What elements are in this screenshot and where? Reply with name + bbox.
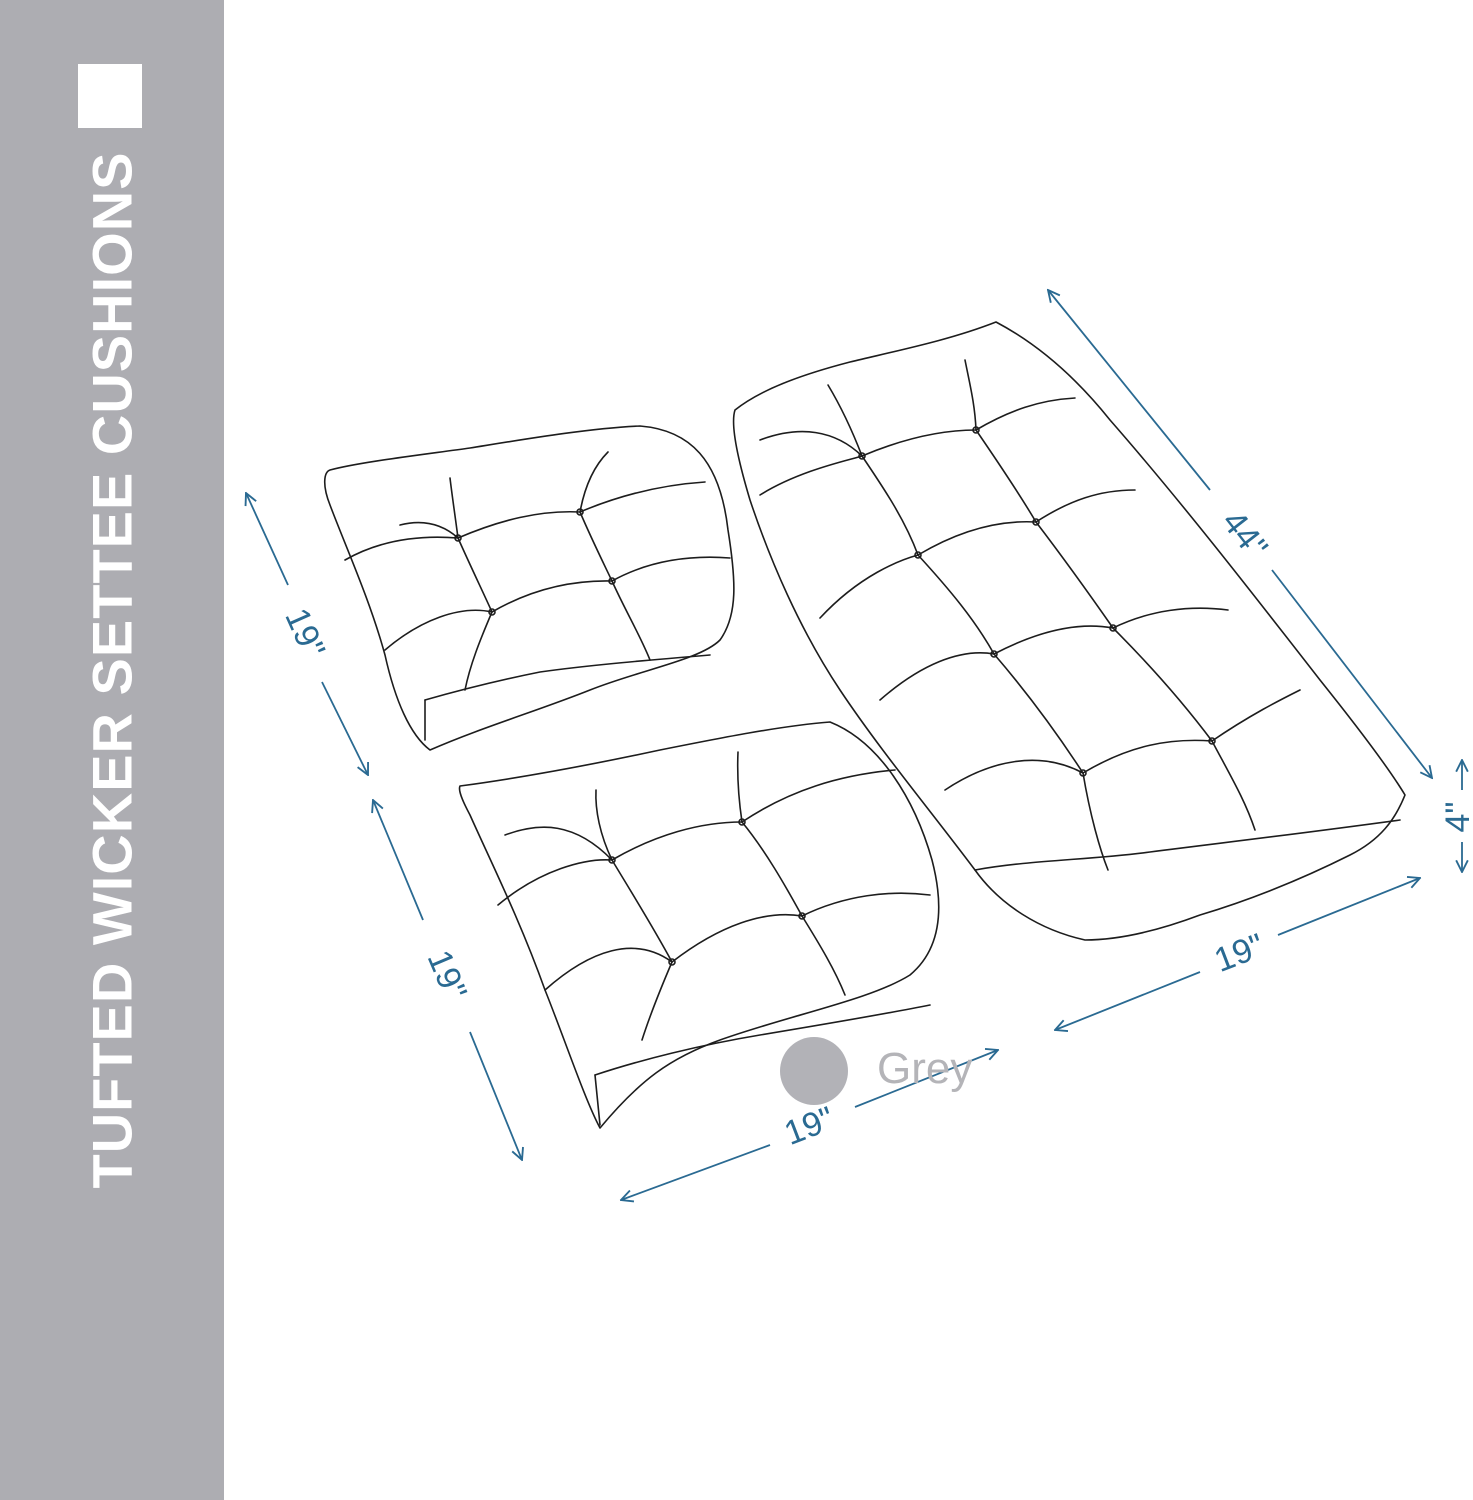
chair-cushion-top — [323, 425, 735, 751]
settee-cushion — [732, 321, 1406, 941]
dimension-lines — [246, 290, 1462, 1200]
dim-label-chair-bottom-width: 19" — [779, 1099, 839, 1152]
dim-label-settee-thickness: 4" — [1439, 802, 1473, 833]
dim-line-chair-bottom-width-b — [854, 1050, 998, 1108]
square-icon — [78, 64, 142, 128]
dim-line-chair-top-depth-a — [246, 493, 289, 586]
dim-line-chair-top-depth-b — [321, 681, 368, 775]
side-band: TUFTED WICKER SETTEE CUSHIONS — [0, 0, 224, 1500]
dim-line-settee-length-a — [1048, 290, 1211, 491]
dim-line-chair-bottom-depth-a — [373, 800, 424, 921]
dim-line-chair-bottom-depth-b — [469, 1031, 522, 1160]
dim-line-settee-depth-a — [1055, 971, 1201, 1030]
dim-line-chair-bottom-width-a — [621, 1144, 771, 1200]
dim-label-chair-bottom-depth: 19" — [420, 945, 474, 1006]
dim-line-settee-depth-b — [1277, 878, 1420, 936]
color-label: Grey — [877, 1044, 973, 1093]
dim-label-settee-depth: 19" — [1209, 926, 1269, 979]
color-swatch[interactable] — [780, 1037, 848, 1105]
dim-line-settee-length-b — [1271, 569, 1432, 778]
chair-cushion-bottom — [458, 721, 940, 1129]
dim-label-chair-top-depth: 19" — [277, 603, 332, 664]
